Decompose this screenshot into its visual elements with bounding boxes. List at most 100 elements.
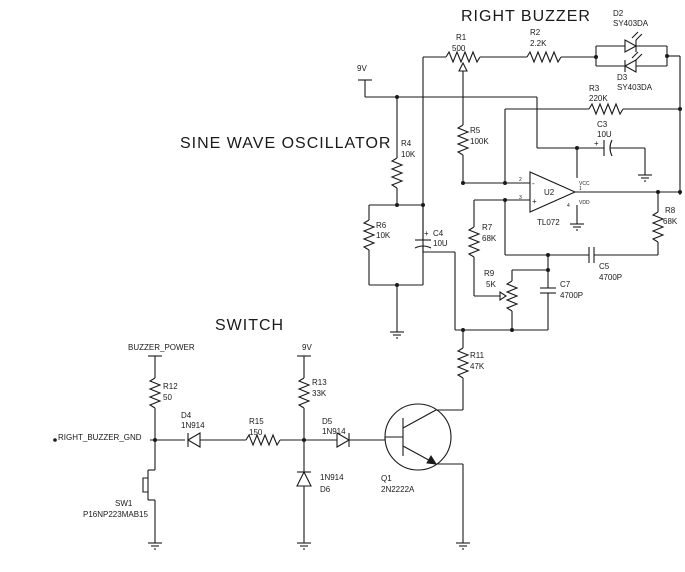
u2-vcc-label: VCC <box>579 181 590 187</box>
junction-r9-bottom <box>510 328 514 332</box>
r13-resistor <box>297 377 311 409</box>
r15-value: 150 <box>249 428 263 437</box>
u2-pin-1: 1 <box>579 186 582 192</box>
junction-r4-bottom <box>395 203 399 207</box>
buzzer-power-label: BUZZER_POWER <box>128 343 195 352</box>
r6-value: 10K <box>376 231 391 240</box>
d3-light-arrow-2 <box>635 53 643 61</box>
r11-resistor <box>456 347 470 379</box>
u2-vdd-label: VDD <box>579 200 590 206</box>
d4-value: 1N914 <box>181 421 205 430</box>
r4-resistor <box>390 157 404 189</box>
r8-ref: R8 <box>665 206 676 215</box>
r7-value: 68K <box>482 234 497 243</box>
c3-plus: + <box>594 139 599 148</box>
r3-resistor <box>588 102 624 116</box>
u2-ref: U2 <box>544 188 555 197</box>
r11-value: 47K <box>470 362 485 371</box>
d5-ref: D5 <box>322 417 333 426</box>
u2-minus: - <box>532 179 535 188</box>
r5-value: 100K <box>470 137 489 146</box>
q1-value: 2N2222A <box>381 485 415 494</box>
r3-ref: R3 <box>589 84 600 93</box>
r4-value: 10K <box>401 150 416 159</box>
d5-value: 1N914 <box>322 427 346 436</box>
u2-opamp <box>529 171 577 213</box>
switch-title: SWITCH <box>215 317 284 334</box>
d6-diode <box>296 470 312 487</box>
r9-ref: R9 <box>484 269 495 278</box>
junction-r3-out <box>678 107 682 111</box>
junction-c3-vcc <box>575 146 579 150</box>
sw1-ref: SW1 <box>115 499 133 508</box>
r1-wiper-arrow <box>458 61 468 72</box>
d2-led <box>624 39 638 53</box>
d2-light-arrow-2 <box>635 33 643 41</box>
q1-emitter-arrow <box>426 455 437 465</box>
u2-pin-2: 2 <box>519 177 522 183</box>
r2-ref: R2 <box>530 28 541 37</box>
junction-led-left <box>594 55 598 59</box>
r12-ref: R12 <box>163 382 178 391</box>
r2-resistor <box>526 50 562 64</box>
d3-light-arrow-1 <box>631 51 639 59</box>
r2-value: 2.2K <box>530 39 547 48</box>
junction-r11-top <box>461 328 465 332</box>
r12-resistor <box>148 377 162 409</box>
d5-diode <box>336 432 351 448</box>
d2-value: SY403DA <box>613 19 649 28</box>
r6-ref: R6 <box>376 221 387 230</box>
d6-value: 1N914 <box>320 473 344 482</box>
sw1-value: P16NP223MAB15 <box>83 510 148 519</box>
r5-resistor <box>456 124 470 156</box>
r9-wiper-arrow <box>499 290 507 302</box>
u2-pin-3: 3 <box>519 195 522 201</box>
q1-ref: Q1 <box>381 474 392 483</box>
r1-resistor <box>445 50 481 64</box>
c4-plus: + <box>424 229 429 238</box>
r15-resistor <box>245 433 281 447</box>
r13-value: 33K <box>312 389 327 398</box>
r3-value: 220K <box>589 94 608 103</box>
q1-collector <box>402 409 437 429</box>
c3-value: 10U <box>597 130 612 139</box>
vcc-top-label: 9V <box>357 64 367 73</box>
d4-diode <box>186 432 201 448</box>
u2-plus: + <box>532 197 537 206</box>
d3-value: SY403DA <box>617 83 653 92</box>
c7-value: 4700P <box>560 291 583 300</box>
c5-ref: C5 <box>599 262 610 271</box>
c4-ref: C4 <box>433 229 444 238</box>
junction-r3-inv <box>503 181 507 185</box>
c4-value: 10U <box>433 239 448 248</box>
r15-ref: R15 <box>249 417 264 426</box>
vcc-switch-label: 9V <box>302 343 312 352</box>
r6-resistor <box>362 219 376 251</box>
d3-led <box>623 59 637 73</box>
sw1-actuator <box>142 477 148 493</box>
r12-value: 50 <box>163 393 172 402</box>
r9-value: 5K <box>486 280 496 289</box>
r1-value: 500 <box>452 44 466 53</box>
junction-r12-d4 <box>153 438 157 442</box>
c7-ref: C7 <box>560 280 571 289</box>
d2-light-arrow-1 <box>631 31 639 39</box>
junction-out-rail <box>678 190 682 194</box>
right-buzzer-title: RIGHT BUZZER <box>461 8 591 25</box>
sine-oscillator-title: SINE WAVE OSCILLATOR <box>180 135 391 152</box>
junction-r9-c7 <box>546 268 550 272</box>
r11-ref: R11 <box>470 351 485 360</box>
u2-value: TL072 <box>537 218 560 227</box>
r5-ref: R5 <box>470 126 481 135</box>
u2-pin-4: 4 <box>567 203 570 209</box>
d6-ref: D6 <box>320 485 331 494</box>
right-buzzer-gnd-label: RIGHT_BUZZER_GND <box>58 433 142 442</box>
r4-ref: R4 <box>401 139 412 148</box>
r8-value: 68K <box>663 217 678 226</box>
r9-resistor <box>505 280 519 312</box>
c5-value: 4700P <box>599 273 622 282</box>
d4-ref: D4 <box>181 411 192 420</box>
net-port-dot <box>53 438 57 442</box>
